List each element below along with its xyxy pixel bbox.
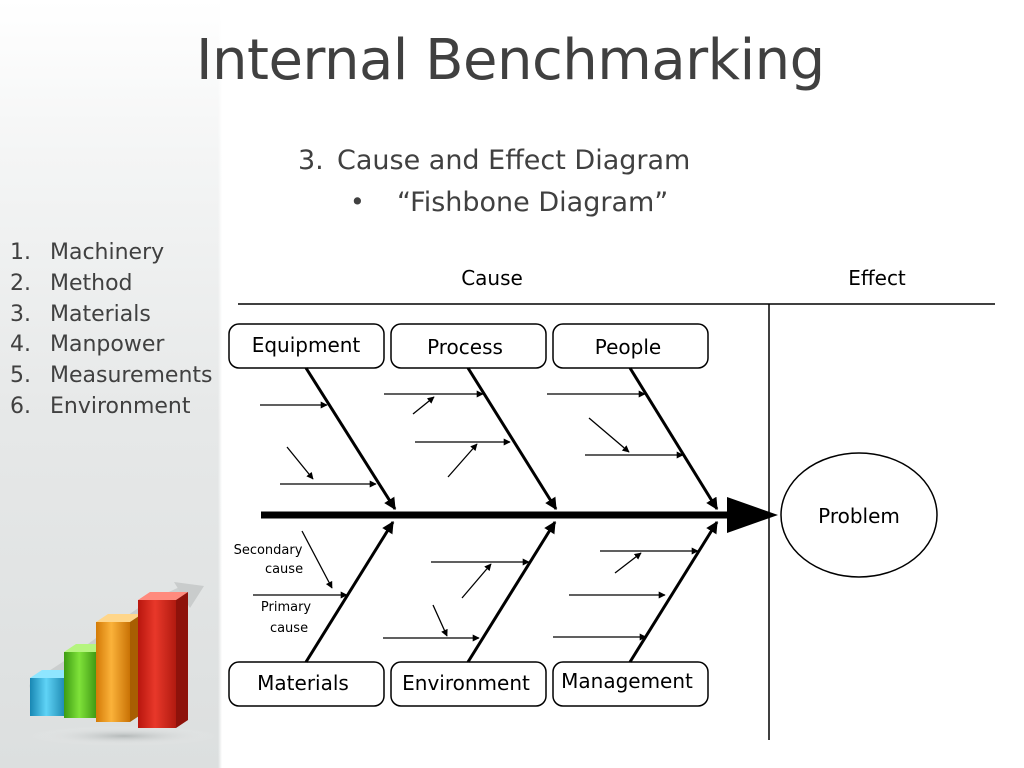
factor-label: Measurements xyxy=(50,363,213,389)
bone-people xyxy=(628,367,719,511)
category-label: Equipment xyxy=(252,333,361,357)
category-box-people: People xyxy=(552,323,709,369)
factor-number: 1. xyxy=(10,240,31,265)
bar-chart-logo xyxy=(29,582,214,746)
category-label: Management xyxy=(561,669,693,693)
factor-label: Environment xyxy=(50,393,191,419)
cause-arrow xyxy=(588,417,630,453)
spine-arrowhead xyxy=(727,497,778,533)
category-label: Environment xyxy=(402,671,530,695)
cause-arrow xyxy=(286,446,314,480)
category-label: Process xyxy=(427,335,503,359)
factor-number: 2. xyxy=(10,270,31,296)
annotation-secondary-line2: cause xyxy=(265,562,303,577)
factor-label: Materials xyxy=(50,301,151,327)
annotation-secondary-line1: Secondary xyxy=(234,543,303,558)
bone-environment xyxy=(466,520,557,663)
bullet-icon: • xyxy=(350,187,365,216)
cause-arrow xyxy=(461,563,492,599)
category-label: Materials xyxy=(257,671,349,695)
factor-number: 3. xyxy=(10,301,31,327)
subtitle-number: 3. xyxy=(298,145,324,176)
category-label: People xyxy=(595,335,661,359)
effect-node: Problem xyxy=(780,452,938,578)
cause-arrow xyxy=(301,530,333,589)
factor-label: Manpower xyxy=(50,332,165,358)
cause-arrow xyxy=(432,604,448,637)
cause-arrows xyxy=(253,390,699,642)
cause-arrow xyxy=(447,443,478,478)
factor-number: 5. xyxy=(10,363,31,389)
subtitle: Cause and Effect Diagram xyxy=(337,145,691,176)
bone-process xyxy=(466,367,558,511)
bone-materials xyxy=(304,520,395,663)
cause-arrow xyxy=(614,552,642,574)
cause-header: Cause xyxy=(461,266,523,290)
factor-label: Method xyxy=(50,270,133,296)
category-box-equipment: Equipment xyxy=(228,323,385,369)
category-box-environment: Environment xyxy=(390,661,547,707)
effect-header: Effect xyxy=(848,266,906,290)
category-box-management: Management xyxy=(552,661,709,707)
factor-number: 6. xyxy=(10,393,31,419)
bone-management xyxy=(628,520,719,663)
annotation-primary-line1: Primary xyxy=(261,600,312,615)
primary-bones-top xyxy=(304,367,719,511)
bone-equipment xyxy=(304,367,397,511)
slide-title: Internal Benchmarking xyxy=(196,28,825,93)
factor-label: Machinery xyxy=(50,240,165,265)
logo-bar-red xyxy=(138,592,188,728)
logo-bar-orange xyxy=(96,614,142,722)
cause-arrow xyxy=(412,396,435,415)
primary-bones-bottom xyxy=(304,520,719,663)
effect-label: Problem xyxy=(818,504,900,528)
bullet-text: “Fishbone Diagram” xyxy=(397,187,669,218)
cause-annotations: Secondary cause Primary cause xyxy=(234,543,312,636)
factor-number: 4. xyxy=(10,332,31,358)
category-box-materials: Materials xyxy=(228,661,385,707)
annotation-primary-line2: cause xyxy=(270,621,308,636)
category-box-process: Process xyxy=(390,323,547,369)
